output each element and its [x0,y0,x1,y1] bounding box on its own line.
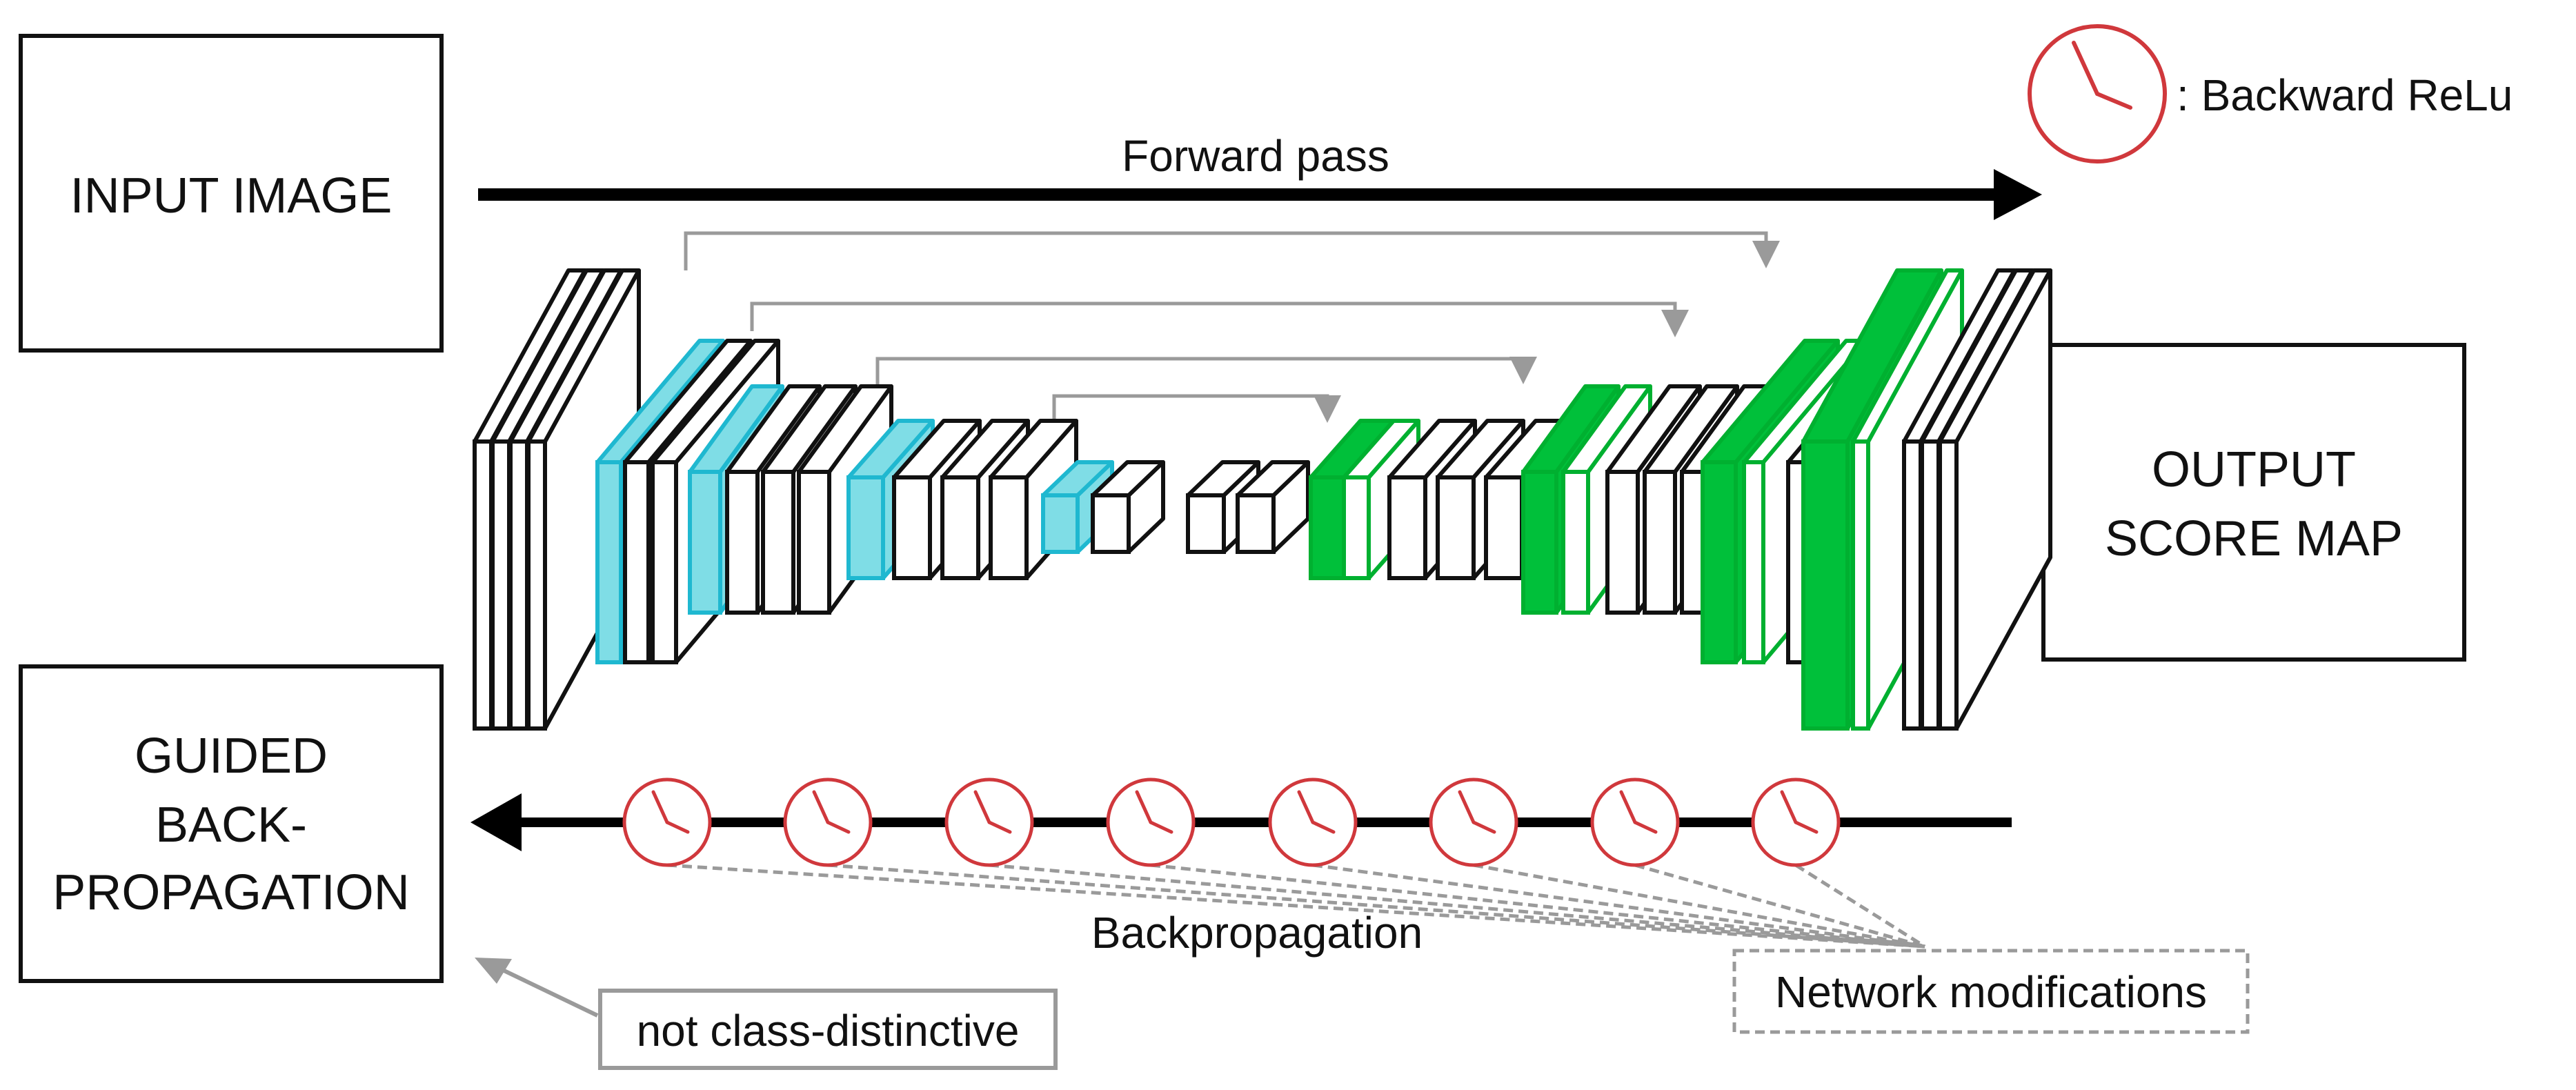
encoder-layer-17 [1091,460,1165,554]
relu-clock-icon-1 [622,777,712,867]
guided-backprop-label-1: GUIDED [135,729,328,784]
modification-link-3 [989,863,1925,949]
input-image-label: INPUT IMAGE [70,168,393,224]
encoder-layer-15 [989,419,1078,580]
not-class-distinctive-arrow [490,962,599,1018]
relu-clock-icon-2 [783,777,873,867]
relu-clock-icon-6 [1429,777,1518,867]
relu-clock-icon-7 [1590,777,1680,867]
guided-backprop-box [19,664,444,983]
not-class-distinctive-box [598,989,1058,1070]
skip-connection-2 [750,301,1689,337]
not-class-distinctive-label: not class-distinctive [637,1006,1020,1056]
modification-link-4 [1150,863,1925,949]
modification-link-5 [1312,863,1925,949]
relu-clock-icon-8 [1751,777,1841,867]
modification-links [666,863,1926,949]
modification-link-8 [1794,863,1926,949]
guided-backprop-label-3: PROPAGATION [52,865,409,920]
modification-link-7 [1634,863,1925,949]
modification-link-2 [827,863,1925,949]
encoder-layer-4 [526,268,641,731]
output-score-map-label-2: SCORE MAP [2105,511,2403,566]
modification-link-6 [1473,863,1925,949]
relu-clock-icon-4 [1106,777,1196,867]
backprop-arrowhead [470,793,522,851]
decoder-layer-19 [1236,460,1310,554]
modification-link-1 [666,863,1925,949]
skip-connection-4 [1052,394,1341,423]
relu-clock-icon-5 [1268,777,1358,867]
output-score-map-label-1: OUTPUT [2152,442,2356,497]
legend-clock-icon [2028,24,2167,164]
backprop-label: Backpropagation [1091,908,1423,958]
guided-backprop-label-2: BACK- [155,797,307,853]
network-modifications-box [1732,949,2250,1034]
skip-connection-1 [684,231,1780,270]
relu-clock-icon-3 [944,777,1034,867]
skip-connection-3 [875,357,1537,386]
skip-connections [684,231,1780,423]
decoder-layer-38 [1938,268,2052,731]
forward-pass-arrowhead [1994,169,2042,220]
relu-clocks [622,777,1841,867]
not-class-distinctive-arrowhead [475,958,512,984]
output-score-map-box [2041,343,2466,662]
input-image-box [19,34,444,353]
forward-pass-label: Forward pass [1122,131,1389,181]
legend-label: : Backward ReLu [2177,70,2513,120]
network-layers [473,268,2052,731]
network-modifications-label: Network modifications [1775,967,2207,1017]
